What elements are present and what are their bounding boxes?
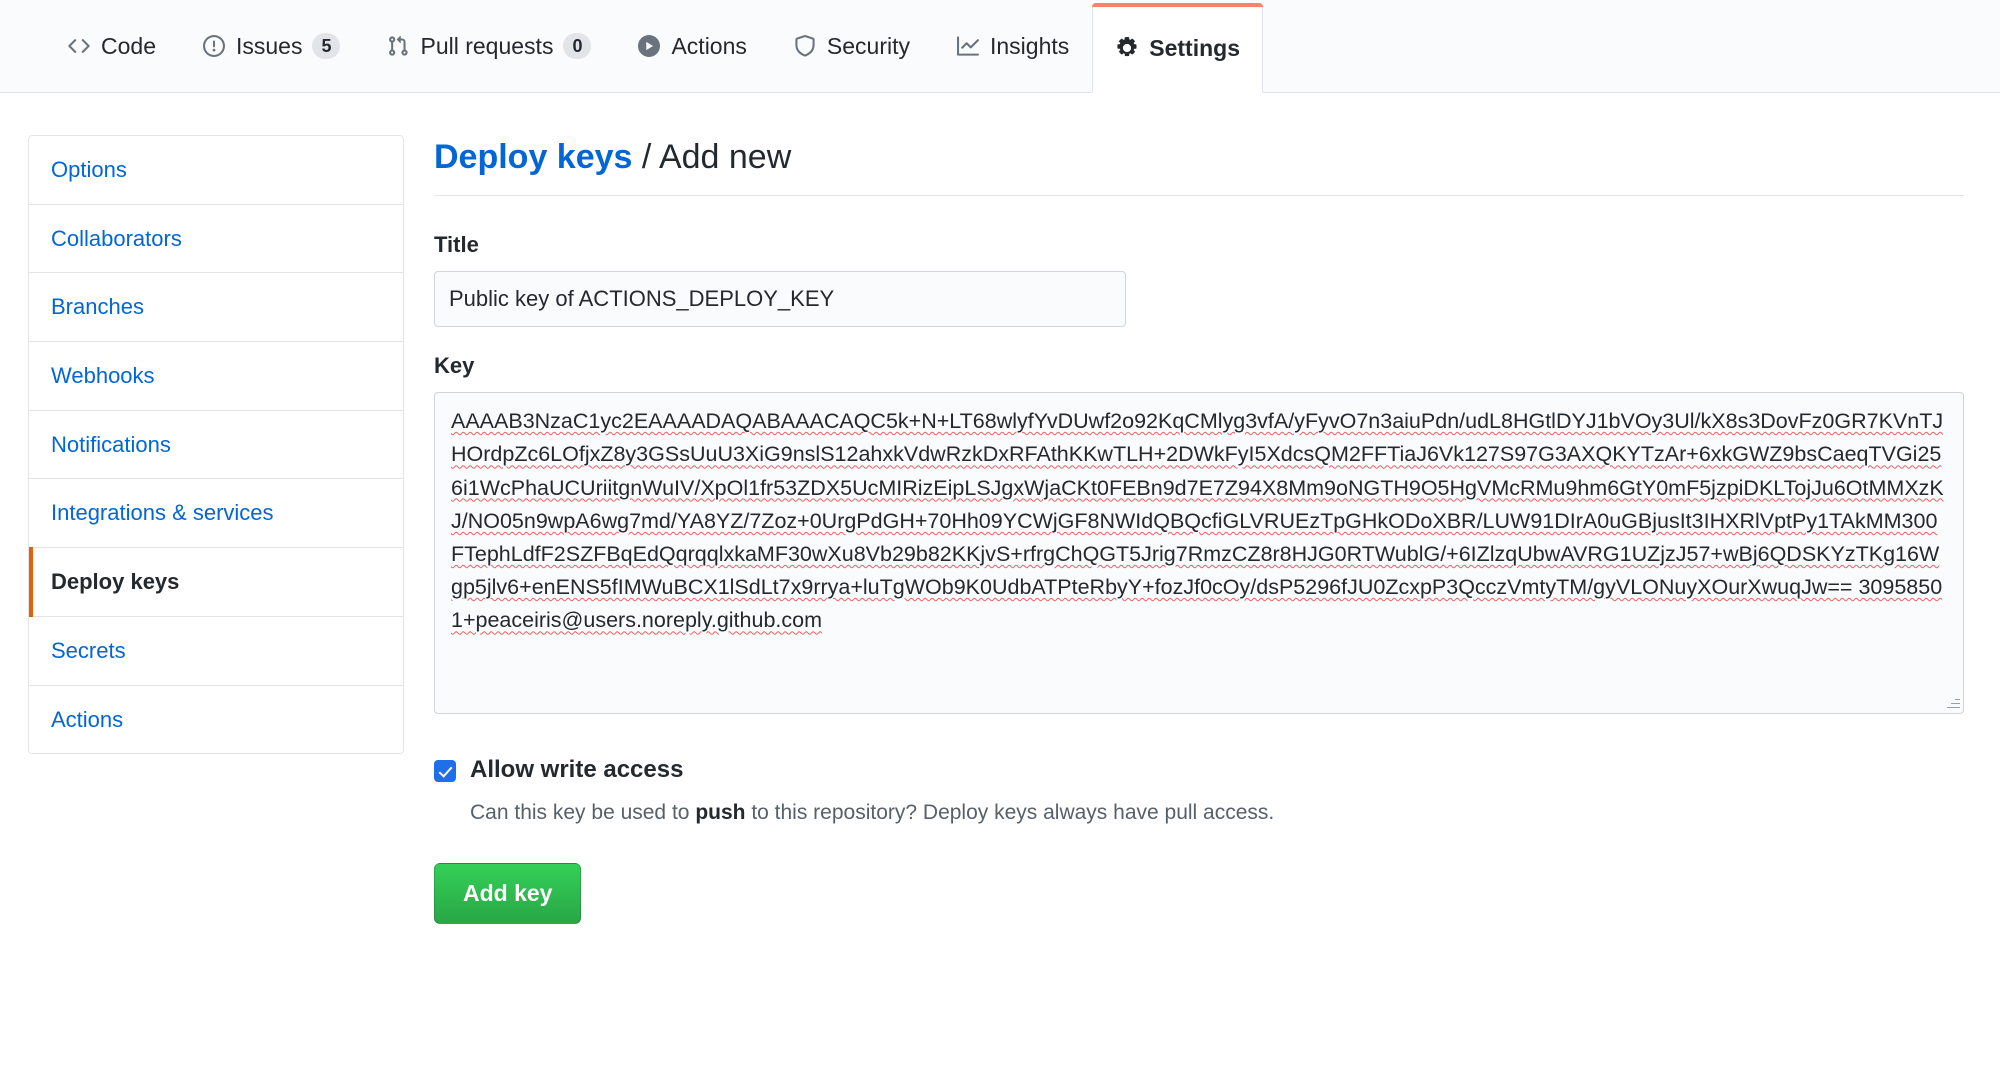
deploy-key-form-column: Deploy keys / Add new Title Key [404,135,2000,925]
issue-opened-icon [202,34,226,58]
tab-settings[interactable]: Settings [1092,3,1263,93]
tab-pull-requests[interactable]: Pull requests 0 [363,0,614,92]
sidebar-item-label: Options [51,157,127,182]
sidebar-item-options[interactable]: Options [29,136,403,205]
tab-actions[interactable]: Actions [614,0,769,92]
title-input[interactable] [434,271,1126,328]
tab-security-label: Security [826,32,910,59]
tab-issues[interactable]: Issues 5 [179,0,364,92]
tab-code-label: Code [101,32,156,59]
note-prefix: Can this key be used to [470,800,696,824]
page-title: Add new [658,138,792,176]
tab-security[interactable]: Security [770,0,933,92]
title-label: Title [434,232,479,258]
sidebar-item-branches[interactable]: Branches [29,273,403,343]
breadcrumb-separator: / [641,138,652,176]
tab-actions-label: Actions [671,32,747,59]
tab-issues-counter: 5 [312,32,341,60]
shield-icon [793,34,817,58]
tab-pull-requests-label: Pull requests [420,32,554,59]
key-label: Key [434,353,475,379]
breadcrumb: Deploy keys / Add new [434,135,1964,179]
sidebar-item-label: Integrations & services [51,500,274,526]
add-deploy-key-form: Title Key Allow write access [434,232,1964,925]
key-form-group: Key [434,353,1964,715]
add-key-button[interactable]: Add key [434,862,582,925]
play-icon [637,34,661,58]
git-pull-request-icon [386,34,410,58]
sidebar-item-label: Deploy keys [51,569,180,595]
sidebar-item-deploy-keys[interactable]: Deploy keys [29,547,403,617]
key-textarea-wrapper [434,392,1964,715]
allow-write-access-texts: Allow write access Can this key be used … [470,754,1274,827]
breadcrumb-deploy-keys-link[interactable]: Deploy keys [434,138,633,176]
sidebar-item-secrets[interactable]: Secrets [29,616,403,686]
tab-issues-label: Issues [235,32,303,59]
gear-icon [1115,36,1139,60]
settings-sidebar: Options Collaborators Branches Webhooks … [0,135,404,924]
tab-insights[interactable]: Insights [933,0,1092,92]
sidebar-item-label: Collaborators [51,225,182,251]
tab-settings-label: Settings [1149,34,1240,61]
sidebar-item-actions[interactable]: Actions [29,685,403,754]
note-bold-push: push [695,800,746,824]
title-form-group: Title [434,232,1964,328]
page-header: Deploy keys / Add new [434,135,1964,197]
sidebar-item-label: Webhooks [51,363,155,389]
allow-write-access-row[interactable]: Allow write access Can this key be used … [434,754,1964,827]
allow-write-access-checkbox[interactable] [434,760,456,783]
sidebar-item-label: Actions [51,706,124,732]
tab-code[interactable]: Code [44,0,179,92]
settings-page: Options Collaborators Branches Webhooks … [0,93,2000,925]
sidebar-item-webhooks[interactable]: Webhooks [29,342,403,411]
sidebar-item-collaborators[interactable]: Collaborators [29,204,403,274]
code-icon [67,34,91,58]
sidebar-item-label: Secrets [51,637,126,663]
repo-nav-tabbar: Code Issues 5 Pull requests 0 Actions Se… [0,0,2000,93]
allow-write-access-note: Can this key be used to push to this rep… [470,798,1274,827]
sidebar-item-label: Branches [51,294,144,320]
note-suffix: to this repository? Deploy keys always h… [745,800,1275,824]
settings-menu: Options Collaborators Branches Webhooks … [28,135,404,755]
key-textarea[interactable] [434,392,1964,715]
sidebar-item-label: Notifications [51,431,171,457]
graph-icon [956,34,980,58]
tab-insights-label: Insights [990,32,1070,59]
tab-pull-requests-counter: 0 [563,32,592,60]
sidebar-item-notifications[interactable]: Notifications [29,410,403,480]
allow-write-access-label: Allow write access [470,756,684,784]
sidebar-item-integrations-and-services[interactable]: Integrations & services [29,479,403,549]
